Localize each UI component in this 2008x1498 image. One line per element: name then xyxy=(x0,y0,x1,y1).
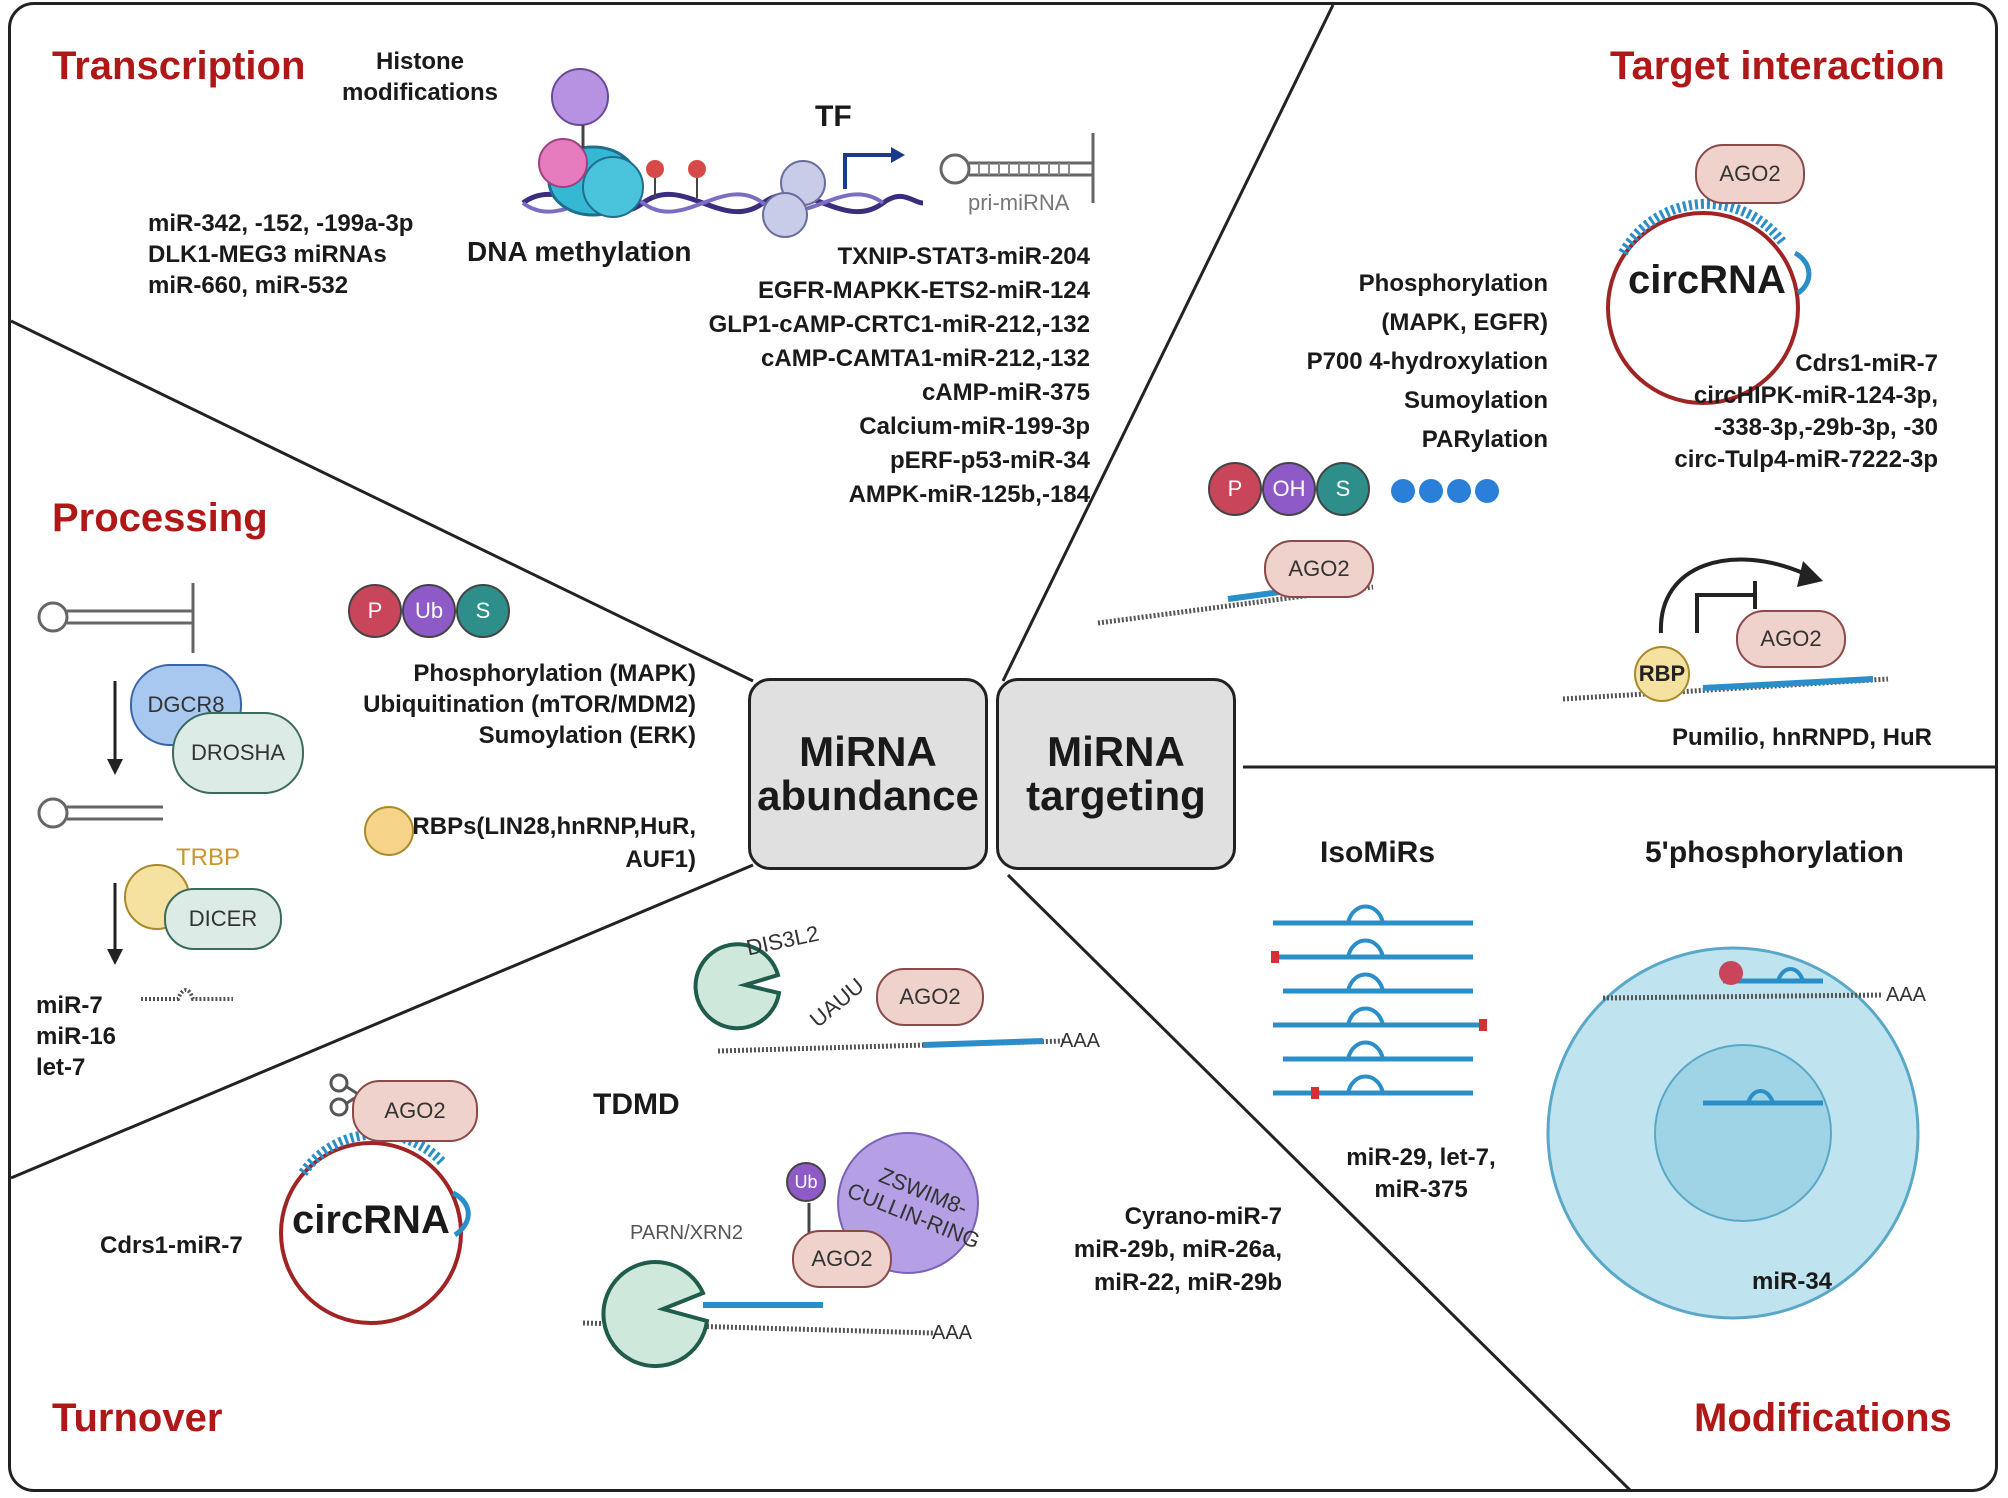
mir34-label: miR-34 xyxy=(1752,1268,1833,1295)
ago2-tdmd: AGO2 xyxy=(792,1230,892,1288)
processing-example: miR-16 xyxy=(36,1023,117,1050)
ago-mod-item: Sumoylation xyxy=(1403,387,1548,414)
dicer-node: DICER xyxy=(164,888,282,950)
methylation-mirna-list: miR-342, -152, -199a-3p DLK1-MEG3 miRNAs… xyxy=(148,208,413,301)
pri-mirna-label: pri-miRNA xyxy=(968,190,1070,215)
circrna-label-turnover: circRNA xyxy=(292,1198,450,1242)
section-title-transcription: Transcription xyxy=(52,44,306,88)
circ-mirna-item: circ-Tulp4-miR-7222-3p xyxy=(1674,446,1938,473)
ago-mod-item: P700 4-hydroxylation xyxy=(1306,348,1548,375)
section-title-target-interaction: Target interaction xyxy=(1610,44,1945,88)
isomir-examples: miR-29, let-7,miR-375 xyxy=(1346,1144,1496,1203)
abundance-line2: abundance xyxy=(757,772,979,819)
drosha-node: DROSHA xyxy=(172,712,304,794)
processing-mods-list: Phosphorylation (MAPK) Ubiquitination (m… xyxy=(300,658,696,751)
pathway-item: pERF-p53-miR-34 xyxy=(889,447,1090,474)
ago2-target-mid: AGO2 xyxy=(1264,540,1374,598)
proc-mod-p-node: P xyxy=(348,584,402,638)
rbp-processing-node xyxy=(364,806,414,856)
processing-examples: miR-7 miR-16 let-7 xyxy=(36,990,116,1083)
tdmd-mirna: Cyrano-miR-7 xyxy=(1124,1203,1282,1230)
tf-label: TF xyxy=(815,100,852,133)
pathway-item: AMPK-miR-125b,-184 xyxy=(848,481,1090,508)
pathway-item: Calcium-miR-199-3p xyxy=(859,413,1090,440)
abundance-line1: MiRNA xyxy=(799,728,937,775)
circ-mirna-list: Cdrs1-miR-7 circHIPK-miR-124-3p, -338-3p… xyxy=(1560,348,1938,476)
mod-p-node: P xyxy=(1208,462,1262,516)
tf-pathway-list: TXNIP-STAT3-miR-204 EGFR-MAPKK-ETS2-miR-… xyxy=(680,240,1090,512)
targeting-line1: MiRNA xyxy=(1047,728,1185,775)
tdmd-mirna: miR-29b, miR-26a, xyxy=(1073,1236,1282,1263)
section-title-modifications: Modifications xyxy=(1694,1396,1952,1440)
mod-oh-node: OH xyxy=(1262,462,1316,516)
circ-mirna-item: -338-3p,-29b-3p, -30 xyxy=(1713,414,1938,441)
pathway-item: cAMP-CAMTA1-miR-212,-132 xyxy=(761,345,1090,372)
ago2-rbp: AGO2 xyxy=(1736,610,1846,668)
processing-mod: Ubiquitination (mTOR/MDM2) xyxy=(363,691,696,718)
aaa-tail-2: AAA xyxy=(932,1322,973,1344)
proc-mod-s-node: S xyxy=(456,584,510,638)
methylation-mirna: miR-660, miR-532 xyxy=(148,272,349,299)
aaa-tail-3: AAA xyxy=(1886,984,1927,1006)
mod-s-node: S xyxy=(1316,462,1370,516)
processing-example: miR-7 xyxy=(36,992,103,1019)
trbp-label: TRBP xyxy=(176,844,241,871)
section-title-processing: Processing xyxy=(52,496,268,540)
targeting-line2: targeting xyxy=(1026,772,1206,819)
circ-mirna-item: circHIPK-miR-124-3p, xyxy=(1693,382,1938,409)
ub-node: Ub xyxy=(786,1162,826,1202)
phosphorylation-5p-title: 5'phosphorylation xyxy=(1645,836,1904,869)
circrna-label-target: circRNA xyxy=(1628,258,1786,302)
aaa-tail-1: AAA xyxy=(1060,1030,1101,1052)
methylation-mirna: miR-342, -152, -199a-3p xyxy=(148,210,414,237)
ago-mod-item: Phosphorylation xyxy=(1358,270,1548,297)
processing-mod: Phosphorylation (MAPK) xyxy=(413,660,696,687)
rbp-node: RBP xyxy=(1634,646,1690,702)
pathway-item: EGFR-MAPKK-ETS2-miR-124 xyxy=(757,277,1090,304)
circ-mirna-item: Cdrs1-miR-7 xyxy=(1795,350,1938,377)
processing-example: let-7 xyxy=(36,1054,86,1081)
ago-mod-item: PARylation xyxy=(1421,426,1548,453)
processing-rbps: RBPs(LIN28,hnRNP,HuR,AUF1) xyxy=(412,813,696,873)
tdmd-mirna: miR-22, miR-29b xyxy=(1093,1269,1282,1296)
ago2-circ-turnover: AGO2 xyxy=(352,1080,478,1142)
parn-label: PARN/XRN2 xyxy=(630,1222,743,1244)
pathway-item: cAMP-miR-375 xyxy=(921,379,1090,406)
isomirs-title: IsoMiRs xyxy=(1320,836,1436,869)
pathway-item: GLP1-cAMP-CRTC1-miR-212,-132 xyxy=(708,311,1090,338)
ago-mod-item: (MAPK, EGFR) xyxy=(1381,309,1548,336)
ago2-circ-target: AGO2 xyxy=(1695,144,1805,204)
methylation-mirna: DLK1-MEG3 miRNAs xyxy=(148,241,387,268)
proc-mod-ub-node: Ub xyxy=(402,584,456,638)
dna-methylation-label: DNA methylation xyxy=(467,236,692,267)
processing-mod: Sumoylation (ERK) xyxy=(478,722,696,749)
ago2-dis3l2: AGO2 xyxy=(876,968,984,1026)
section-title-turnover: Turnover xyxy=(52,1396,223,1440)
pathway-item: TXNIP-STAT3-miR-204 xyxy=(837,243,1090,270)
ago-mods-list: Phosphorylation (MAPK, EGFR) P700 4-hydr… xyxy=(1220,264,1548,459)
turnover-cdrs1: Cdrs1-miR-7 xyxy=(100,1232,243,1259)
rbp-examples: Pumilio, hnRNPD, HuR xyxy=(1672,724,1932,751)
tdmd-mirna-list: Cyrano-miR-7 miR-29b, miR-26a, miR-22, m… xyxy=(1010,1200,1282,1299)
tdmd-label: TDMD xyxy=(593,1088,680,1121)
